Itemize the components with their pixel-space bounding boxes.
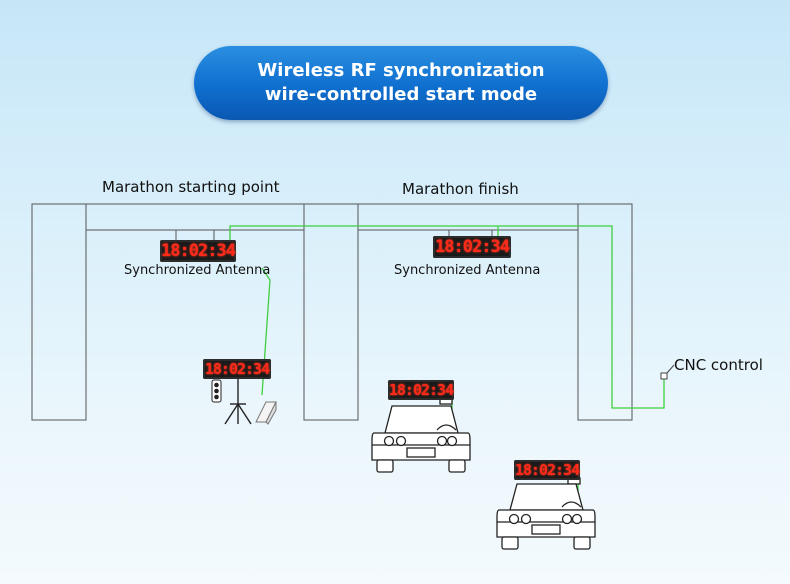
clock-tripod: 18:02:34 <box>203 359 271 379</box>
lead-car-1 <box>371 397 471 473</box>
finish-arch-right-pillar <box>577 203 633 421</box>
controller-box <box>255 401 277 425</box>
start-arch-right-pillar <box>303 203 359 421</box>
start-point-label: Marathon starting point <box>102 178 280 196</box>
start-arch-beam <box>85 203 305 231</box>
tripod-stand <box>224 378 252 425</box>
antenna-label-right: Synchronized Antenna <box>394 263 541 278</box>
banner-line-1: Wireless RF synchronization <box>257 60 545 81</box>
start-arch-left-pillar <box>31 203 87 421</box>
cnc-control-box <box>660 372 668 380</box>
traffic-light <box>211 379 222 403</box>
clock-car-1: 18:02:34 <box>388 380 454 400</box>
lead-car-2 <box>496 477 596 550</box>
antenna-label-left: Synchronized Antenna <box>124 263 271 278</box>
clock-start-arch: 18:02:34 <box>160 240 236 262</box>
banner-line-2: wire-controlled start mode <box>264 84 538 105</box>
finish-label: Marathon finish <box>402 180 519 198</box>
title-banner: Wireless RF synchronization wire-control… <box>194 46 608 120</box>
clock-car-2: 18:02:34 <box>514 460 580 480</box>
clock-finish-arch: 18:02:34 <box>433 236 511 258</box>
cnc-control-label: CNC control <box>674 356 763 374</box>
